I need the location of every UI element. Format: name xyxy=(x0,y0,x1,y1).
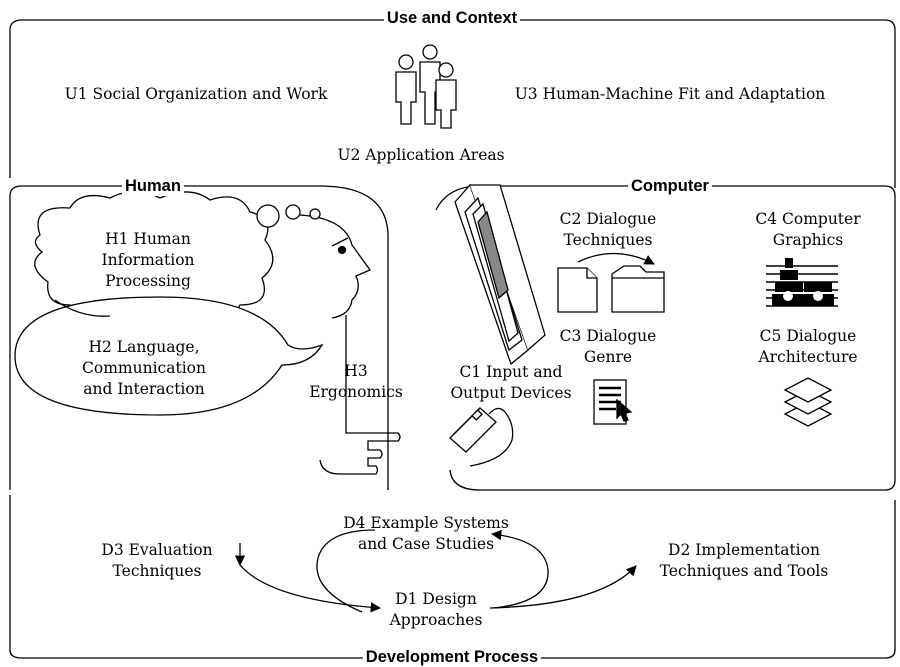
form-icon xyxy=(593,379,633,425)
human-frame xyxy=(9,185,389,490)
arrow-d3-to-d1 xyxy=(239,564,382,613)
graphics-icon xyxy=(766,258,838,307)
label-u1: U1 Social Organization and Work xyxy=(64,85,328,103)
section-computer: Computer xyxy=(628,176,712,196)
speech-bubble xyxy=(14,296,324,416)
label-u3: U3 Human-Machine Fit and Adaptation xyxy=(514,85,826,103)
label-d2: D2 Implementation Techniques and Tools xyxy=(659,541,829,580)
label-d4: D4 Example Systems and Case Studies xyxy=(343,514,509,553)
folder-icon xyxy=(611,265,665,313)
arrow-d4-to-d1 xyxy=(490,529,549,609)
arrow-d1-to-d2 xyxy=(489,565,637,609)
label-c5: C5 Dialogue Architecture xyxy=(758,327,858,366)
head-profile-icon xyxy=(299,214,401,475)
label-h1: H1 Human Information Processing xyxy=(101,230,195,290)
section-human: Human xyxy=(122,176,184,196)
section-use-context: Use and Context xyxy=(383,8,521,28)
monitor-icon xyxy=(454,183,546,366)
label-c2: C2 Dialogue Techniques xyxy=(559,210,657,249)
label-d1: D1 Design Approaches xyxy=(389,590,483,629)
mouse-icon xyxy=(449,407,514,467)
label-c4: C4 Computer Graphics xyxy=(755,210,861,249)
label-u2: U2 Application Areas xyxy=(337,146,505,164)
dialogue-arrow xyxy=(577,252,655,265)
label-h3: H3 Ergonomics xyxy=(309,362,403,401)
label-c1: C1 Input and Output Devices xyxy=(450,363,572,402)
layers-icon xyxy=(783,377,833,427)
section-development-process: Development Process xyxy=(362,647,542,667)
documents-icon xyxy=(557,267,598,313)
label-d3: D3 Evaluation Techniques xyxy=(101,541,213,580)
people-icon xyxy=(395,44,457,129)
label-c3: C3 Dialogue Genre xyxy=(559,327,657,366)
arrow-d1-to-d4 xyxy=(316,529,376,613)
label-h2: H2 Language, Communication and Interacti… xyxy=(82,338,206,398)
computer-frame xyxy=(435,185,896,491)
